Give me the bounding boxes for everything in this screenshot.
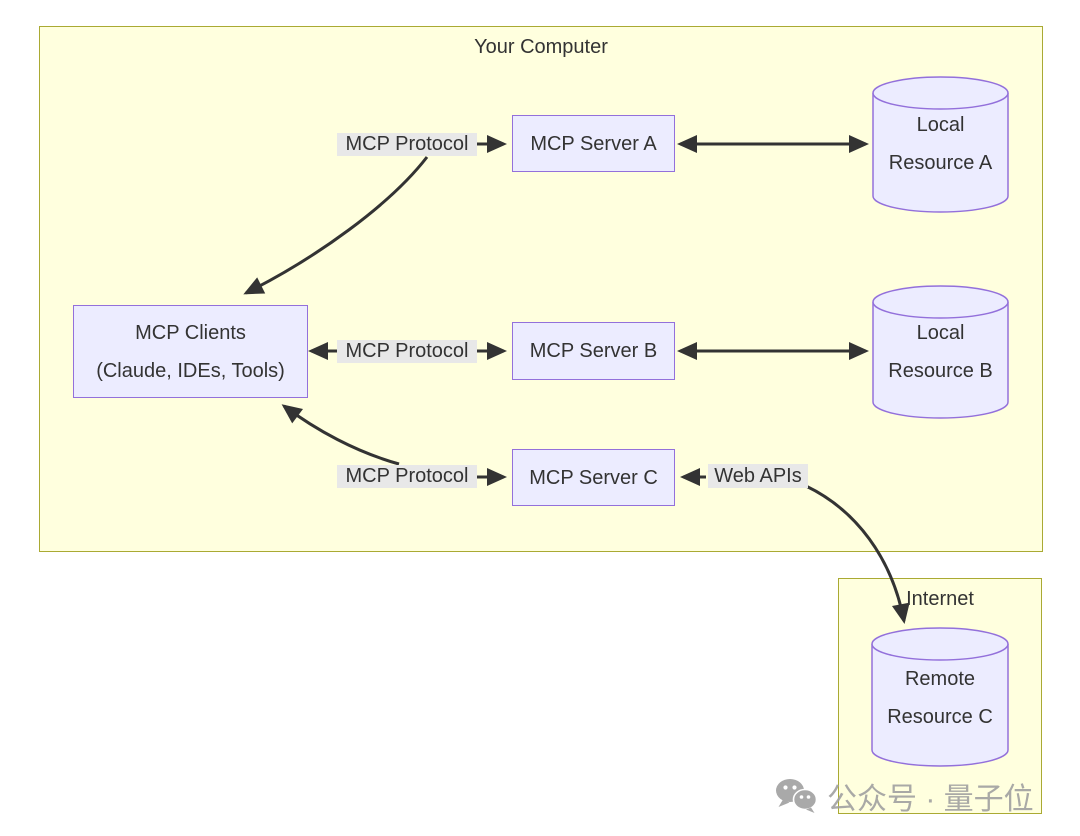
edge-label-mcp-protocol-3: MCP Protocol bbox=[337, 465, 477, 488]
mcp-clients-line1: MCP Clients bbox=[135, 321, 246, 344]
cylinder-local-resource-a bbox=[872, 76, 1009, 213]
local-resource-a-label: Local Resource A bbox=[873, 106, 1008, 182]
node-mcp-server-b: MCP Server B bbox=[512, 322, 675, 380]
watermark: 公众号 · 量子位 bbox=[774, 774, 1034, 818]
edge-webapis-resourceC-curve bbox=[805, 484, 910, 624]
remote-resource-c-line2: Resource C bbox=[887, 706, 993, 728]
remote-resource-c-label: Remote Resource C bbox=[872, 660, 1008, 736]
node-mcp-server-a: MCP Server A bbox=[512, 115, 675, 172]
remote-resource-c-line1: Remote bbox=[904, 668, 976, 690]
edge-label-mcp-protocol-1: MCP Protocol bbox=[337, 133, 477, 156]
local-resource-b-line2: Resource B bbox=[888, 360, 993, 382]
local-resource-b-label: Local Resource B bbox=[873, 314, 1008, 390]
watermark-text: 公众号 · 量子位 bbox=[827, 783, 1034, 816]
cylinder-remote-resource-c bbox=[871, 627, 1009, 767]
edge-label-web-apis: Web APIs bbox=[708, 464, 808, 488]
mcp-server-b-label: MCP Server B bbox=[529, 340, 658, 362]
edge-clients-serverC-curve bbox=[281, 404, 400, 466]
edge-clients-serverA-curve bbox=[243, 156, 429, 295]
mcp-clients-line2: (Claude, IDEs, Tools) bbox=[96, 359, 285, 382]
node-mcp-clients: MCP Clients (Claude, IDEs, Tools) bbox=[73, 305, 308, 398]
edge-label-mcp-protocol-2: MCP Protocol bbox=[337, 340, 477, 363]
cluster-internet-title: Internet bbox=[906, 588, 974, 610]
wechat-icon bbox=[776, 779, 818, 813]
cylinder-local-resource-b bbox=[872, 285, 1009, 419]
local-resource-a-line1: Local bbox=[916, 114, 965, 136]
local-resource-b-line1: Local bbox=[916, 322, 965, 344]
local-resource-a-line2: Resource A bbox=[888, 152, 993, 174]
mcp-server-c-label: MCP Server C bbox=[529, 466, 658, 489]
mcp-server-a-label: MCP Server A bbox=[530, 132, 657, 155]
cluster-your-computer-title: Your Computer bbox=[474, 36, 608, 58]
node-mcp-server-c: MCP Server C bbox=[512, 449, 675, 506]
